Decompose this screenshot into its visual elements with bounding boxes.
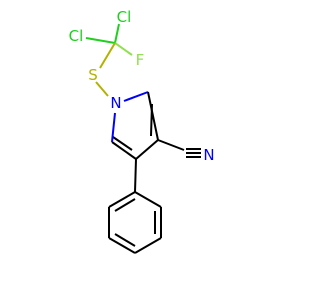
atom-label-s: S: [88, 66, 98, 84]
bond-n-c2: [123, 91, 149, 102]
nitrile-group: [157, 139, 201, 158]
phenyl-bond-3: [134, 237, 162, 254]
ccl2f-bonds: [85, 23, 133, 69]
bond-c-cl-left: [85, 37, 116, 44]
atom-label-n-nitrile: N: [203, 146, 214, 164]
phenyl-bond-6-inner: [114, 198, 136, 212]
atom-label-cl-top: Cl: [117, 8, 132, 26]
bond-s-n: [95, 81, 109, 97]
atom-labels: Cl Cl F S N N: [69, 8, 215, 164]
atom-label-cl-left: Cl: [69, 27, 84, 45]
phenyl-bond-1: [134, 191, 162, 208]
bond-c-f: [114, 42, 133, 56]
bond-c-s: [99, 42, 116, 69]
bond-c2-c3-inner: [150, 103, 153, 137]
atom-label-n-ring: N: [110, 94, 121, 112]
structure-canvas: Cl Cl F S N N: [0, 0, 300, 300]
molecule-drawing: Cl Cl F S N N: [0, 0, 300, 300]
phenyl-bond-4: [108, 237, 136, 254]
phenyl-ring: [108, 191, 162, 254]
bond-c4-phenyl: [134, 158, 137, 193]
bond-c2-c3: [147, 91, 159, 141]
phenyl-bond-6: [108, 191, 136, 208]
phenyl-bond-4-inner: [114, 233, 136, 247]
bond-c3-cn: [157, 139, 185, 151]
bond-c5-n: [111, 112, 116, 143]
bond-c3-c4: [135, 139, 159, 160]
bond-c4-c5: [111, 141, 137, 160]
bond-c4-c5-inner: [112, 136, 133, 151]
pyrrole-ring: [111, 91, 159, 160]
atom-label-f: F: [136, 51, 145, 69]
bond-c-cl-top: [114, 23, 120, 44]
background: [0, 0, 300, 300]
